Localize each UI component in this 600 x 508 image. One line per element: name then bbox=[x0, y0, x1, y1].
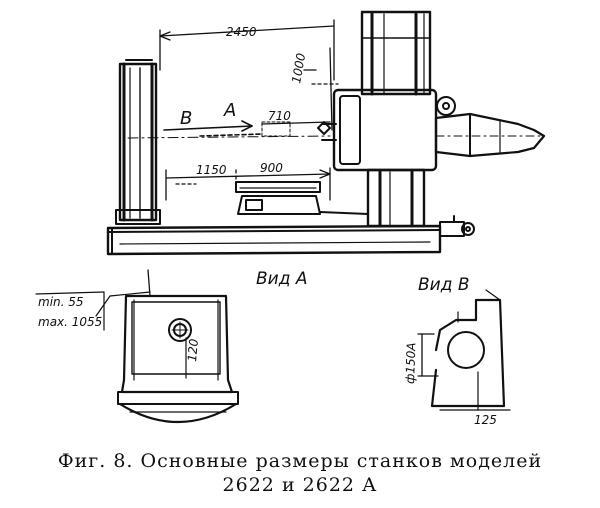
view-b bbox=[417, 289, 511, 411]
direction-arrows bbox=[163, 120, 263, 137]
back-column bbox=[115, 59, 161, 225]
figure-caption-line2: 2622 и 2622 А bbox=[222, 474, 378, 496]
spindle-quill bbox=[434, 112, 546, 158]
side-view bbox=[106, 10, 546, 256]
dim-label-710: 710 bbox=[268, 109, 291, 123]
work-table bbox=[235, 181, 369, 215]
machine-bed bbox=[106, 224, 442, 256]
min-dimension-label: min. 55 bbox=[38, 295, 84, 309]
dim-label-900: 900 bbox=[260, 161, 283, 175]
dim-label-150a: ф150A bbox=[403, 342, 418, 384]
dim-label-125: 125 bbox=[474, 413, 497, 427]
dimension-2450 bbox=[159, 19, 335, 81]
dimension-1150-900 bbox=[165, 167, 331, 201]
spindle-head bbox=[317, 88, 456, 172]
figure-caption-line1: Фиг. 8. Основные размеры станков моделей bbox=[57, 450, 543, 472]
view-a-label: Вид А bbox=[256, 269, 308, 289]
feed-motor bbox=[439, 215, 475, 237]
machine-dimension-drawing: 2450 1000 В A 710 1150 900 Вид А Вид В m… bbox=[35, 10, 546, 427]
view-a bbox=[95, 269, 239, 424]
direction-a-label: A bbox=[223, 100, 236, 121]
dim-label-2450: 2450 bbox=[226, 25, 257, 39]
dimension-1000 bbox=[303, 47, 339, 131]
dim-label-1000: 1000 bbox=[289, 52, 308, 85]
headstock-column bbox=[360, 10, 432, 228]
direction-b-label: В bbox=[180, 108, 192, 129]
max-dimension-label: max. 1055 bbox=[38, 315, 102, 329]
dimension-710 bbox=[261, 121, 331, 137]
view-b-label: Вид В bbox=[418, 275, 470, 295]
dim-label-120: 120 bbox=[185, 338, 201, 362]
dim-label-1150: 1150 bbox=[196, 163, 227, 177]
